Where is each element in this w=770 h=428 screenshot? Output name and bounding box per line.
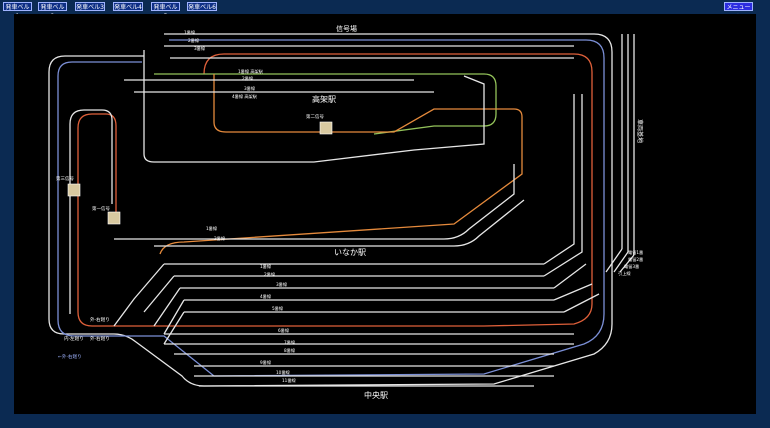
bell-button-3[interactable]: 発車ベル3 — [75, 2, 105, 11]
platform-ina-1[interactable]: 1番線 — [206, 225, 218, 232]
interlocking-label-1: 第一信号 — [92, 205, 110, 212]
interlocking-box-1[interactable] — [107, 211, 121, 225]
platform-tak-1[interactable]: 1番線 高架駅 — [238, 68, 264, 75]
yard-track-3[interactable]: 電留3番 — [624, 263, 640, 270]
station-yard: 車両基地 — [636, 119, 644, 143]
bell-button-4[interactable]: 発車ベル4 — [113, 2, 143, 11]
platform-tak-4[interactable]: 4番線 高架駅 — [232, 93, 258, 100]
track-red-loop — [77, 53, 593, 327]
bell-button-2[interactable]: 発車ベル2 — [38, 2, 67, 20]
platform-c-8[interactable]: 8番線 — [284, 347, 296, 354]
platform-c-1[interactable]: 1番線 — [260, 263, 272, 270]
interlocking-box-3[interactable] — [67, 183, 81, 197]
menu-button[interactable]: メニューへ — [724, 2, 753, 20]
yard-track-4[interactable]: 引上線 — [618, 270, 631, 277]
track-inner-loop — [143, 50, 485, 163]
yard-track-1[interactable]: 電留1番 — [628, 249, 644, 256]
track-orange — [159, 74, 523, 255]
station-takagi: 高架駅 — [312, 94, 336, 104]
interlocking-label-2: 第二信号 — [306, 113, 324, 120]
bell-button-5[interactable]: 発車ベル5 — [151, 2, 180, 20]
track-yard-fan — [605, 248, 635, 273]
track-inaka-main — [114, 164, 515, 240]
station-chuo: 中央駅 — [364, 390, 388, 400]
platform-c-5[interactable]: 5番線 — [272, 305, 284, 312]
bell-button-1[interactable]: 発車ベル1 — [3, 2, 32, 20]
platform-c-2[interactable]: 2番線 — [264, 271, 276, 278]
station-inaka: いなか駅 — [334, 248, 366, 257]
direction-outer-2: 外·右廻り — [90, 335, 110, 342]
direction-inner: 内·左廻り — [64, 335, 84, 342]
platform-c-6[interactable]: 6番線 — [278, 327, 290, 334]
platform-tak-3[interactable]: 3番線 — [244, 85, 256, 92]
track-left-inner — [69, 109, 113, 314]
track-diagram: 信号場 高架駅 いなか駅 中央駅 車両基地 第二信号 第三信号 第一信号 1番線… — [48, 24, 644, 400]
track-ladder-right — [543, 94, 600, 313]
platform-sig-1[interactable]: 1番線 — [184, 29, 196, 36]
platform-sig-2[interactable]: 2番線 — [188, 37, 200, 44]
toolbar: 発車ベル1 発車ベル2 発車ベル3 発車ベル4 発車ベル5 発車ベル6 メニュー… — [0, 0, 770, 20]
platform-c-11[interactable]: 11番線 — [282, 377, 297, 384]
platform-c-9[interactable]: 9番線 — [260, 359, 272, 366]
platform-tak-2[interactable]: 2番線 — [242, 75, 254, 82]
track-panel: 信号場 高架駅 いなか駅 中央駅 車両基地 第二信号 第三信号 第一信号 1番線… — [14, 14, 756, 414]
direction-outer: 外·右廻り — [90, 316, 110, 323]
station-signal: 信号場 — [336, 24, 357, 33]
platform-ina-2[interactable]: 2番線 — [214, 235, 226, 242]
platform-c-10[interactable]: 10番線 — [276, 369, 291, 376]
interlocking-box-2[interactable] — [319, 121, 333, 135]
direction-bottom: ←外·右廻り — [58, 353, 82, 360]
platform-c-3[interactable]: 3番線 — [276, 281, 288, 288]
track-green-loop — [154, 73, 497, 135]
track-ladder-left — [113, 263, 185, 345]
track-inaka-2 — [154, 199, 525, 247]
bell-button-6[interactable]: 発車ベル6 — [187, 2, 217, 11]
yard-track-2[interactable]: 電留2番 — [628, 256, 644, 263]
platform-sig-3[interactable]: 3番線 — [194, 45, 206, 52]
platform-c-4[interactable]: 4番線 — [260, 293, 272, 300]
track-outer-loop — [48, 33, 613, 387]
platform-c-7[interactable]: 7番線 — [284, 339, 296, 346]
interlocking-label-3: 第三信号 — [56, 175, 74, 182]
